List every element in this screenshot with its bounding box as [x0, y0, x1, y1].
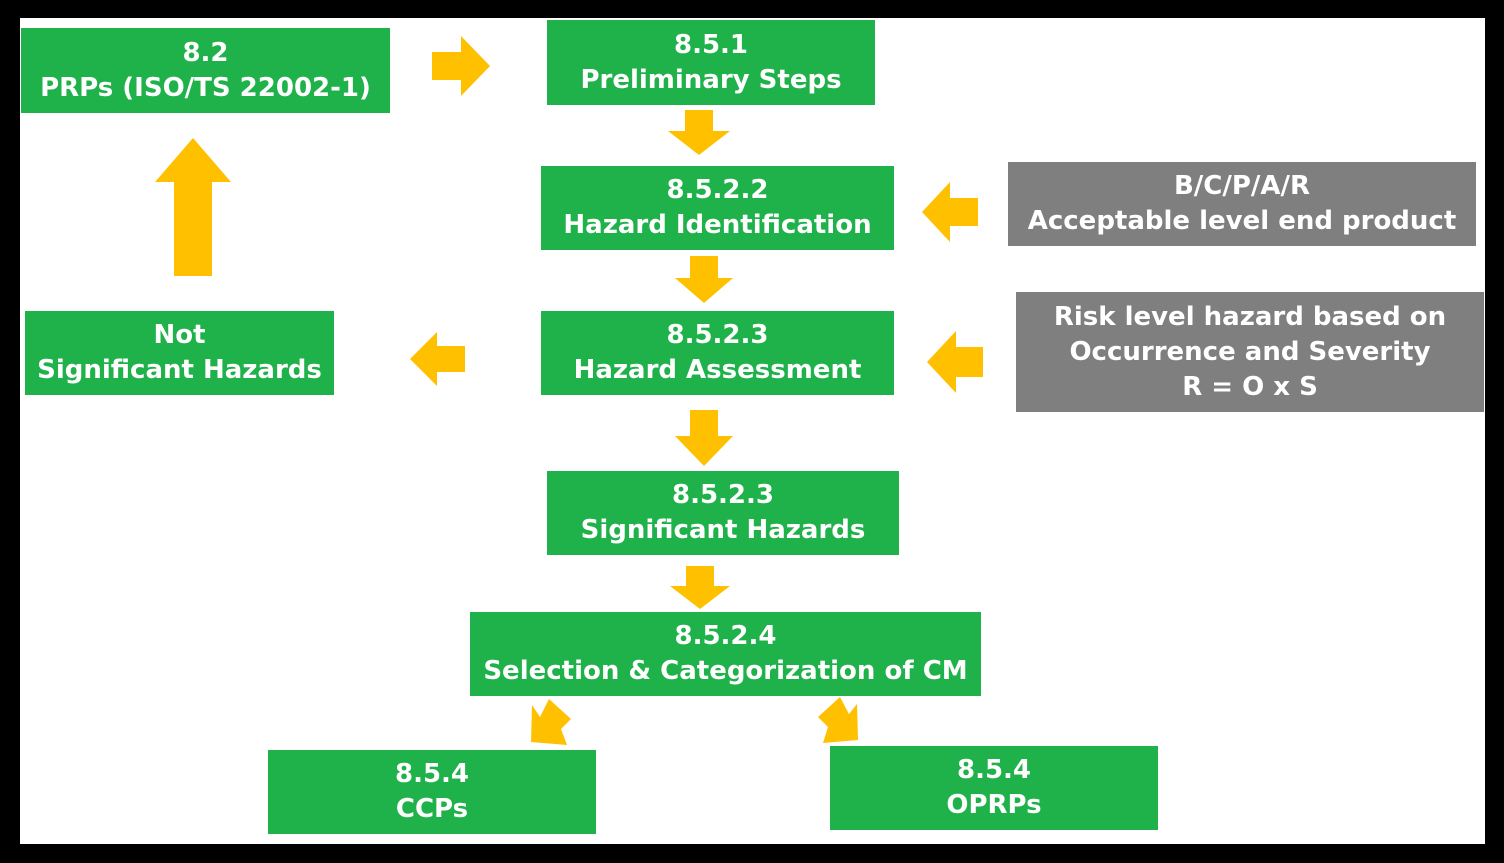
box-preliminary-steps: 8.5.1 Preliminary Steps [547, 20, 875, 105]
arrow-identification-to-assessment [675, 256, 733, 303]
box-significant-hazards: 8.5.2.3 Significant Hazards [547, 471, 899, 555]
box-oprps-label: OPRPs [946, 790, 1042, 820]
box-hazard-assessment-number: 8.5.2.3 [666, 320, 769, 350]
arrow-assessment-to-significant [675, 410, 733, 466]
box-hazard-assessment: 8.5.2.3 Hazard Assessment [541, 311, 894, 395]
box-hazard-identification-number: 8.5.2.2 [666, 175, 769, 205]
diagram-canvas [20, 18, 1485, 844]
box-selection-categorization: 8.5.2.4 Selection & Categorization of CM [470, 612, 981, 696]
box-bcpar-line1: B/C/P/A/R [1173, 171, 1311, 201]
box-not-significant-hazards: Not Significant Hazards [25, 311, 334, 395]
box-risk-line1: Risk level hazard based on [1053, 301, 1447, 332]
box-significant-number: 8.5.2.3 [672, 480, 774, 510]
box-oprps: 8.5.4 OPRPs [830, 746, 1158, 830]
box-hazard-identification: 8.5.2.2 Hazard Identification [541, 166, 894, 250]
box-ccps-number: 8.5.4 [394, 759, 470, 789]
arrow-bcpar-to-identification [922, 182, 978, 242]
box-hazard-identification-label: Hazard Identification [563, 210, 872, 240]
box-selection-number: 8.5.2.4 [674, 621, 777, 651]
arrow-not-significant-to-prps [155, 138, 231, 276]
box-risk-line2: Occurrence and Severity [1069, 336, 1431, 367]
box-preliminary-number: 8.5.1 [673, 29, 749, 60]
box-not-significant-line1: Not [153, 320, 206, 350]
box-not-significant-line2: Significant Hazards [37, 355, 322, 385]
arrow-prps-to-preliminary [432, 36, 490, 96]
box-bcpar-acceptable-level: B/C/P/A/R Acceptable level end product [1008, 162, 1476, 246]
arrow-selection-to-oprps [818, 697, 858, 743]
arrow-significant-to-selection [670, 566, 730, 609]
box-prps-label: PRPs (ISO/TS 22002-1) [40, 72, 371, 103]
box-ccps-label: CCPs [395, 794, 469, 824]
box-risk-level: Risk level hazard based on Occurrence an… [1016, 292, 1484, 412]
box-preliminary-label: Preliminary Steps [580, 64, 842, 95]
box-bcpar-line2: Acceptable level end product [1027, 206, 1457, 236]
arrow-preliminary-to-identification [668, 110, 730, 155]
box-prps-number: 8.2 [182, 37, 229, 68]
box-risk-line3: R = O x S [1182, 371, 1318, 402]
box-oprps-number: 8.5.4 [956, 755, 1032, 785]
box-hazard-assessment-label: Hazard Assessment [573, 355, 862, 385]
arrow-selection-to-ccps [531, 699, 571, 745]
box-ccps: 8.5.4 CCPs [268, 750, 596, 834]
arrow-assessment-to-not-significant [410, 332, 465, 386]
box-selection-label: Selection & Categorization of CM [483, 656, 968, 686]
box-significant-label: Significant Hazards [580, 515, 866, 545]
arrow-risk-to-assessment [927, 331, 983, 393]
box-prps: 8.2 PRPs (ISO/TS 22002-1) [21, 28, 390, 113]
